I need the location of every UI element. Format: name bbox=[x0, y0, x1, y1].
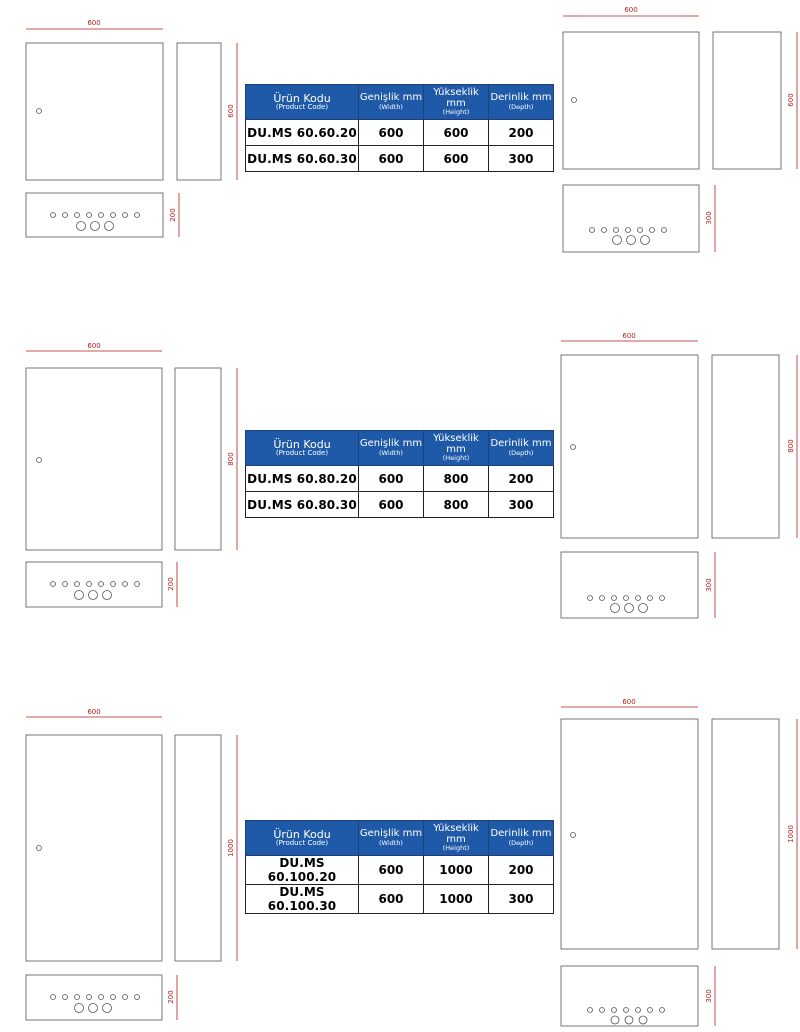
cabinet-side-view bbox=[174, 367, 222, 551]
dim-width-label: 600 bbox=[87, 342, 100, 350]
header-width: Genişlik mm(Width) bbox=[358, 430, 424, 466]
dim-width-label: 600 bbox=[87, 19, 100, 27]
cabinet-bottom-view bbox=[560, 551, 699, 619]
header-depth: Derinlik mm(Depth) bbox=[488, 430, 554, 466]
dimension-lines bbox=[26, 340, 798, 618]
dim-height-label: 600 bbox=[227, 104, 235, 117]
dim-width-label: 600 bbox=[624, 6, 637, 14]
dimension-lines bbox=[26, 706, 798, 1026]
lock-icon bbox=[36, 845, 42, 851]
table-row: DU.MS 60.80.20 600 800 200 bbox=[245, 465, 554, 492]
gland-holes bbox=[50, 581, 140, 600]
lock-icon bbox=[570, 832, 576, 838]
header-width: Genişlik mm(Width) bbox=[358, 820, 424, 856]
spec-table: Ürün Kodu(Product Code) Genişlik mm(Widt… bbox=[245, 430, 554, 518]
table-row: DU.MS 60.60.30 600 600 300 bbox=[245, 145, 554, 172]
dim-depth-label: 300 bbox=[705, 578, 713, 591]
section-60-100: 600 1000 200 600 1000 300 Ürün Kodu(Prod… bbox=[0, 670, 800, 1032]
gland-holes bbox=[50, 212, 140, 231]
dim-width-label: 600 bbox=[622, 332, 635, 340]
section-60-60: 600 600 200 600 600 300 Ürün Kodu(Produc… bbox=[0, 0, 800, 330]
cabinet-front-view bbox=[560, 354, 699, 539]
cabinet-bottom-view bbox=[560, 965, 699, 1027]
header-depth: Derinlik mm(Depth) bbox=[488, 84, 554, 120]
cabinet-front-view bbox=[25, 42, 164, 181]
cabinet-front-view bbox=[25, 734, 163, 962]
cabinet-bottom-view bbox=[25, 974, 163, 1021]
technical-drawings: 600 600 200 600 600 300 bbox=[25, 6, 798, 253]
cabinet-side-view bbox=[176, 42, 222, 181]
header-height: Yükseklik mm(Height) bbox=[423, 84, 489, 120]
gland-holes bbox=[587, 595, 665, 613]
technical-drawings: 600 1000 200 600 1000 300 bbox=[25, 698, 798, 1027]
dim-height-label: 600 bbox=[787, 93, 795, 106]
dim-height-label: 1000 bbox=[787, 825, 795, 843]
table-row: DU.MS 60.100.30 600 1000 300 bbox=[245, 884, 554, 914]
dim-width-label: 600 bbox=[87, 708, 100, 716]
table-row: DU.MS 60.80.30 600 800 300 bbox=[245, 491, 554, 518]
gland-holes bbox=[589, 227, 667, 245]
gland-holes bbox=[587, 1007, 665, 1025]
dim-depth-label: 200 bbox=[169, 208, 177, 221]
lock-icon bbox=[36, 457, 42, 463]
dim-depth-label: 300 bbox=[705, 211, 713, 224]
dim-height-label: 800 bbox=[787, 439, 795, 452]
cabinet-bottom-view bbox=[25, 561, 163, 608]
cabinet-side-view bbox=[174, 734, 222, 962]
cabinet-side-view bbox=[711, 718, 780, 950]
header-height: Yükseklik mm(Height) bbox=[423, 820, 489, 856]
table-row: DU.MS 60.100.20 600 1000 200 bbox=[245, 855, 554, 885]
cabinet-front-view bbox=[25, 367, 163, 551]
lock-icon bbox=[571, 97, 577, 103]
dim-height-label: 1000 bbox=[227, 839, 235, 857]
dim-depth-label: 200 bbox=[167, 990, 175, 1003]
cabinet-front-view bbox=[560, 718, 699, 950]
cabinet-front-view bbox=[562, 31, 700, 170]
dim-width-label: 600 bbox=[622, 698, 635, 706]
header-code: Ürün Kodu(Product Code) bbox=[245, 820, 359, 856]
header-height: Yükseklik mm(Height) bbox=[423, 430, 489, 466]
dim-height-label: 800 bbox=[227, 452, 235, 465]
cabinet-bottom-view bbox=[562, 184, 700, 253]
technical-drawings: 600 800 200 600 800 300 bbox=[25, 332, 798, 619]
header-width: Genişlik mm(Width) bbox=[358, 84, 424, 120]
lock-icon bbox=[36, 108, 42, 114]
header-depth: Derinlik mm(Depth) bbox=[488, 820, 554, 856]
lock-icon bbox=[570, 444, 576, 450]
spec-table: Ürün Kodu(Product Code) Genişlik mm(Widt… bbox=[245, 820, 554, 914]
section-60-80: 600 800 200 600 800 300 Ürün Kodu(Produc… bbox=[0, 330, 800, 670]
header-code: Ürün Kodu(Product Code) bbox=[245, 84, 359, 120]
cabinet-side-view bbox=[711, 354, 780, 539]
dimension-lines bbox=[26, 15, 798, 252]
table-row: DU.MS 60.60.20 600 600 200 bbox=[245, 119, 554, 146]
gland-holes bbox=[50, 994, 140, 1013]
header-code: Ürün Kodu(Product Code) bbox=[245, 430, 359, 466]
dim-depth-label: 300 bbox=[705, 989, 713, 1002]
dim-depth-label: 200 bbox=[167, 577, 175, 590]
cabinet-bottom-view bbox=[25, 192, 164, 238]
spec-table: Ürün Kodu(Product Code) Genişlik mm(Widt… bbox=[245, 84, 554, 172]
cabinet-side-view bbox=[712, 31, 782, 170]
